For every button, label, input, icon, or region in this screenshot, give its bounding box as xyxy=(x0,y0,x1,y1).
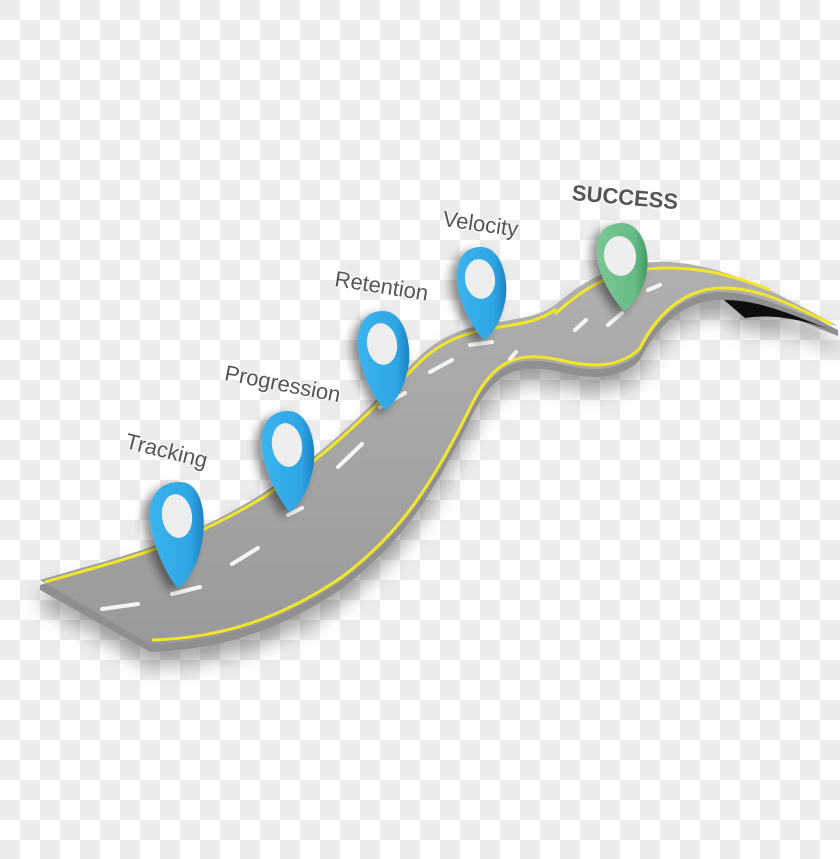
pin-tracking xyxy=(149,482,204,588)
road xyxy=(40,261,838,652)
pin-progression xyxy=(261,411,315,512)
pin-velocity xyxy=(456,247,507,340)
pin-success xyxy=(596,223,648,311)
pin-retention xyxy=(357,311,410,410)
